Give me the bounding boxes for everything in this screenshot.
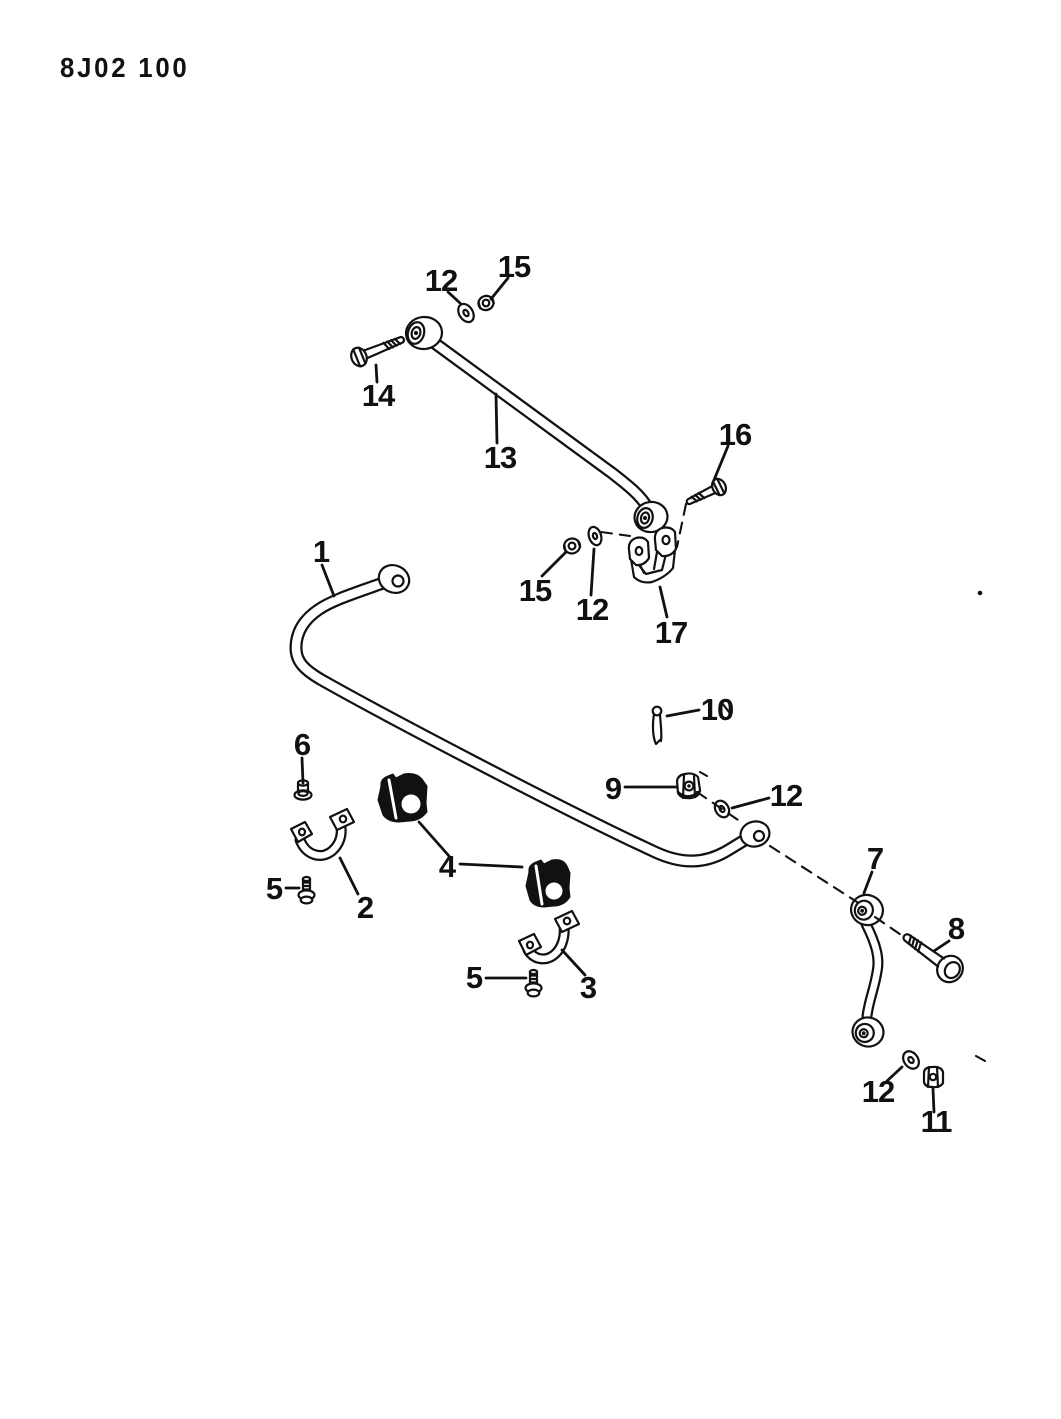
washer-top [457,302,475,324]
track-bar-lower-eye-bushing [633,500,669,534]
callout-7: 7 [867,841,883,876]
track-bar [404,315,669,534]
callout-15-lower: 15 [519,573,552,608]
callout-11: 11 [921,1104,953,1139]
bushing-bracket-left [289,807,356,861]
clevis-bracket [627,526,678,584]
callout-6: 6 [294,727,311,762]
cotter-pin [651,705,663,746]
right-eye-hole [752,829,766,843]
stabilizer-bar [289,564,771,868]
link-bottom-nut [922,1065,945,1089]
callout-14: 14 [362,378,396,413]
callout-12-top: 12 [425,263,457,298]
callout-15-top: 15 [498,249,531,284]
bracket-bolt-right [524,968,543,998]
bushing-left [377,773,428,823]
stabilizer-link [849,893,885,1048]
link-stud-nut [675,772,702,800]
callout-12-clevis: 12 [576,592,608,627]
left-eye-hole [391,574,405,588]
washer-link-bottom [902,1050,920,1070]
bushing-bracket-right [517,909,581,965]
callout-5-middle: 5 [466,960,483,995]
washer-rear [587,525,603,547]
callout-5-left: 5 [266,871,283,906]
callout-10: 10 [701,692,733,727]
link-upper-grommet [849,893,885,927]
callout-2: 2 [357,890,373,925]
bracket-bolt-left [297,875,316,905]
link-bolt [902,933,964,984]
figure-code: 8J02 100 [60,52,190,83]
callout-17: 17 [655,615,687,650]
callout-1: 1 [313,534,330,569]
callout-12-bottom: 12 [862,1074,894,1109]
callout-labels: 1 2 3 4 5 5 6 7 8 9 10 11 12 12 12 12 13… [266,249,966,1139]
link-lower-grommet [851,1016,885,1048]
callout-9: 9 [605,771,622,806]
assembly-axis-lines [599,502,987,1063]
nut-rear [562,537,582,555]
callout-3: 3 [580,970,597,1005]
bushing-right [525,859,571,908]
bracket-nut [293,779,313,801]
track-bar-bolt-front [350,335,406,368]
callout-4: 4 [439,849,457,884]
leader-lines [284,276,951,1114]
callout-12-right: 12 [770,778,802,813]
callout-16: 16 [719,417,752,452]
callout-8: 8 [948,911,965,946]
callout-13: 13 [484,440,517,475]
track-bar-upper-eye-bushing [404,315,444,351]
track-bar-bolt-rear [685,477,728,506]
